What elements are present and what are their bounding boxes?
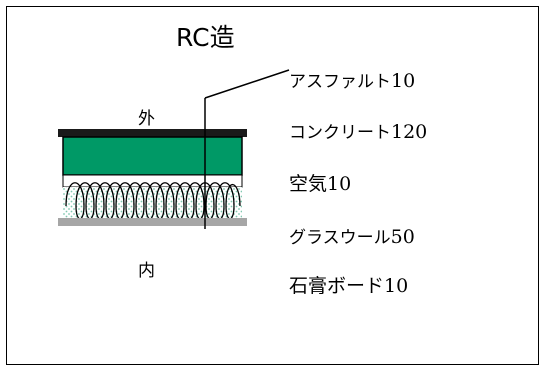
asphalt-layer: [58, 129, 247, 137]
layer-label-air: 空気10: [289, 173, 351, 195]
layer-labels: アスファルト10 コンクリート120 空気10 グラスウール50 石膏ボード10: [289, 70, 427, 297]
outside-label: 外: [138, 109, 155, 129]
concrete-layer: [62, 136, 243, 176]
diagram-title: RC造: [176, 23, 235, 52]
layer-label-gypsum-board: 石膏ボード10: [289, 274, 408, 297]
layer-label-glass-wool: グラスウール50: [289, 226, 415, 248]
layer-label-asphalt: アスファルト10: [289, 70, 415, 92]
inside-label: 内: [138, 261, 155, 281]
layer-label-concrete: コンクリート120: [289, 121, 427, 143]
gypsum-board-layer: [58, 218, 247, 226]
leader-line: [204, 69, 290, 99]
